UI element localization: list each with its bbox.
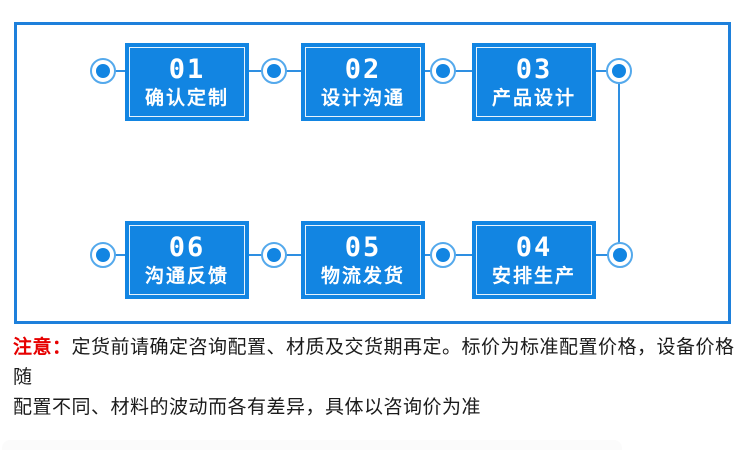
connector-line-vertical (618, 71, 620, 255)
node-dot (96, 64, 110, 78)
connector-node-6 (261, 242, 287, 268)
step-label: 安排生产 (491, 265, 576, 287)
connector-node-8 (607, 242, 633, 268)
step-number: 01 (168, 54, 206, 85)
node-dot (436, 64, 450, 78)
connector-node-7 (430, 242, 456, 268)
node-dot (613, 248, 627, 262)
flow-step-02: 02 设计沟通 (301, 43, 425, 121)
step-label: 确认定制 (144, 87, 229, 109)
flow-step-06-inner: 06 沟通反馈 (129, 225, 245, 295)
notice-prefix: 注意： (13, 336, 72, 358)
connector-node-4 (606, 58, 632, 84)
step-number: 02 (344, 54, 382, 85)
flow-step-02-inner: 02 设计沟通 (305, 47, 421, 117)
flow-step-05: 05 物流发货 (301, 221, 425, 299)
notice-text-line1: 定货前请确定咨询配置、材质及交货期再定。标价为标准配置价格，设备价格随 (13, 336, 735, 388)
flow-step-01-inner: 01 确认定制 (129, 47, 245, 117)
step-number: 03 (515, 54, 553, 85)
connector-node-3 (430, 58, 456, 84)
step-number: 05 (344, 232, 382, 263)
notice-text-line2: 配置不同、材料的波动而各有差异，具体以咨询价为准 (13, 396, 482, 418)
flow-step-06: 06 沟通反馈 (125, 221, 249, 299)
next-section-edge (2, 440, 622, 450)
node-dot (96, 248, 110, 262)
flow-step-03: 03 产品设计 (472, 43, 596, 121)
step-label: 设计沟通 (320, 87, 405, 109)
step-number: 04 (515, 232, 553, 263)
flow-step-05-inner: 05 物流发货 (305, 225, 421, 295)
step-label: 产品设计 (491, 87, 576, 109)
node-dot (436, 248, 450, 262)
flow-step-03-inner: 03 产品设计 (476, 47, 592, 117)
step-number: 06 (168, 232, 206, 263)
connector-node-2 (261, 58, 287, 84)
node-dot (267, 248, 281, 262)
connector-node-5 (90, 242, 116, 268)
step-label: 沟通反馈 (144, 265, 229, 287)
connector-node-1 (90, 58, 116, 84)
step-label: 物流发货 (320, 265, 405, 287)
flow-step-04: 04 安排生产 (472, 221, 596, 299)
flow-step-04-inner: 04 安排生产 (476, 225, 592, 295)
node-dot (612, 64, 626, 78)
node-dot (267, 64, 281, 78)
flow-step-01: 01 确认定制 (125, 43, 249, 121)
notice-paragraph: 注意：定货前请确定咨询配置、材质及交货期再定。标价为标准配置价格，设备价格随 配… (13, 332, 748, 422)
